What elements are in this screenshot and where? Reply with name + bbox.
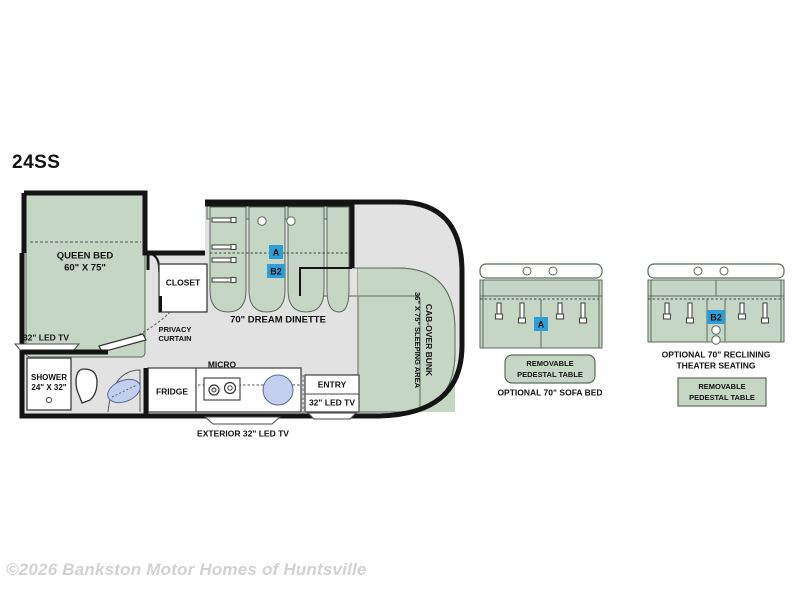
coach-outer-wall bbox=[19, 199, 465, 419]
burner-right-inner-icon bbox=[227, 385, 233, 391]
theater-headrest bbox=[647, 263, 785, 279]
theater-backrest-left bbox=[647, 279, 717, 297]
dinette-seat-4 bbox=[326, 206, 350, 313]
sofa-pedestal-table-line1: REMOVABLE bbox=[526, 359, 573, 368]
dinette-badge-b2: B2 bbox=[267, 264, 285, 278]
dinette-seatbelts bbox=[211, 216, 237, 284]
theater-console-cup-top-icon bbox=[711, 325, 721, 335]
kitchen: FRIDGE MICRO bbox=[143, 359, 302, 414]
entry-door-group: ENTRY 32" LED TV bbox=[302, 374, 360, 420]
theater-pedestal-table-line2: PEDESTAL TABLE bbox=[689, 393, 755, 402]
sofa-cupholder-right-icon bbox=[548, 266, 558, 276]
dinette-right-wall-lower bbox=[299, 267, 352, 296]
closet-door-jamb bbox=[159, 296, 162, 312]
exterior-tv-callout: EXTERIOR 32" LED TV bbox=[197, 416, 289, 438]
sofa-cupholder-left-icon bbox=[522, 266, 532, 276]
dinette-badge-a: A bbox=[269, 245, 283, 259]
theater-caption-line2: THEATER SEATING bbox=[676, 360, 755, 370]
theater-caption-line1: OPTIONAL 70" RECLINING bbox=[662, 349, 771, 359]
closet bbox=[158, 263, 208, 313]
queen-bed-label-line1: QUEEN BED bbox=[57, 251, 114, 262]
sofa-pedestal-table-line2: PEDESTAL TABLE bbox=[517, 370, 583, 379]
queen-bed-label-line2: 60" X 75" bbox=[64, 263, 106, 274]
entry-label: ENTRY bbox=[318, 379, 347, 389]
theater-backrest-right bbox=[715, 279, 785, 297]
privacy-curtain-label-1: PRIVACY bbox=[159, 325, 192, 334]
shower-label-1: SHOWER bbox=[31, 373, 67, 382]
sink-detail-line bbox=[111, 384, 138, 398]
option-theater-seating: B2 OPTIONAL 70" RECLINING THEATER SEATIN… bbox=[647, 263, 785, 407]
dinette-cupholder-left-icon bbox=[257, 216, 267, 226]
fridge-label: FRIDGE bbox=[156, 386, 188, 396]
theater-badge-b2-label: B2 bbox=[710, 312, 722, 322]
dinette-badge-a-label: A bbox=[273, 247, 280, 257]
footer-copyright: ©2026 Bankston Motor Homes of Huntsville bbox=[6, 560, 367, 579]
sofa-bed-seatbelts bbox=[494, 302, 588, 324]
sofa-badge-a: A bbox=[534, 317, 548, 331]
dinette-cupholder-right-icon bbox=[286, 216, 296, 226]
cab-over-bunk-text-group: CAB-OVER BUNK 36" X 75" SLEEPING AREA bbox=[413, 292, 434, 389]
cab-over-bunk-label-2: 36" X 75" SLEEPING AREA bbox=[413, 292, 422, 389]
bedroom-slide-wall bbox=[24, 190, 205, 256]
dream-dinette: A B2 70" DREAM DINETTE bbox=[205, 201, 350, 326]
theater-console-cup-bottom-icon bbox=[711, 335, 721, 345]
toilet-icon bbox=[75, 368, 98, 404]
sofa-pedestal-table bbox=[504, 354, 596, 384]
kitchen-sink-icon bbox=[262, 374, 294, 406]
bathroom: SHOWER 24" X 32" bbox=[22, 349, 141, 413]
entry-tv-bracket-icon bbox=[306, 412, 358, 420]
theater-pedestal-table-line1: REMOVABLE bbox=[698, 382, 745, 391]
shower-label-2: 24" X 32" bbox=[31, 383, 66, 392]
bathroom-door-swing bbox=[107, 369, 141, 413]
option-sofa-bed: A REMOVABLE PEDESTAL TABLE OPTIONAL 70" … bbox=[479, 263, 603, 397]
bedroom-tv-bracket-icon bbox=[13, 343, 81, 351]
privacy-curtain-label-2: CURTAIN bbox=[158, 334, 191, 343]
sofa-bed-backrest bbox=[479, 279, 603, 297]
coach-body: QUEEN BED 60" X 75" CLOSET bbox=[13, 190, 465, 438]
cab-over-inner-notch bbox=[300, 295, 421, 412]
theater-cupholder-right-icon bbox=[719, 266, 729, 276]
micro-label: MICRO bbox=[208, 359, 237, 369]
sofa-bed-headrest bbox=[479, 263, 603, 279]
sofa-bed-caption: OPTIONAL 70" SOFA BED bbox=[497, 387, 602, 397]
burner-left-inner-icon bbox=[211, 387, 217, 393]
dinette-label: 70" DREAM DINETTE bbox=[230, 315, 326, 326]
theater-seatbelts bbox=[662, 302, 770, 324]
theater-badge-b2: B2 bbox=[707, 310, 725, 324]
floorplan-model-title: 24SS bbox=[12, 152, 61, 173]
exterior-tv-label: EXTERIOR 32" LED TV bbox=[197, 428, 289, 438]
sofa-badge-a-label: A bbox=[538, 319, 545, 329]
exterior-tv-bracket-icon bbox=[203, 416, 282, 425]
closet-label: CLOSET bbox=[166, 277, 201, 287]
entry-tv-label: 32" LED TV bbox=[309, 397, 355, 407]
dinette-seat-3 bbox=[287, 206, 325, 313]
shower-drain-icon bbox=[45, 396, 53, 404]
dinette-badge-b2-label: B2 bbox=[270, 266, 282, 276]
theater-pedestal-table bbox=[677, 377, 767, 407]
dinette-seat-2 bbox=[248, 206, 286, 313]
bedroom-tv-label: 32" LED TV bbox=[23, 332, 69, 342]
theater-cupholder-left-icon bbox=[693, 266, 703, 276]
cab-over-bunk-label-1: CAB-OVER BUNK bbox=[424, 304, 434, 377]
